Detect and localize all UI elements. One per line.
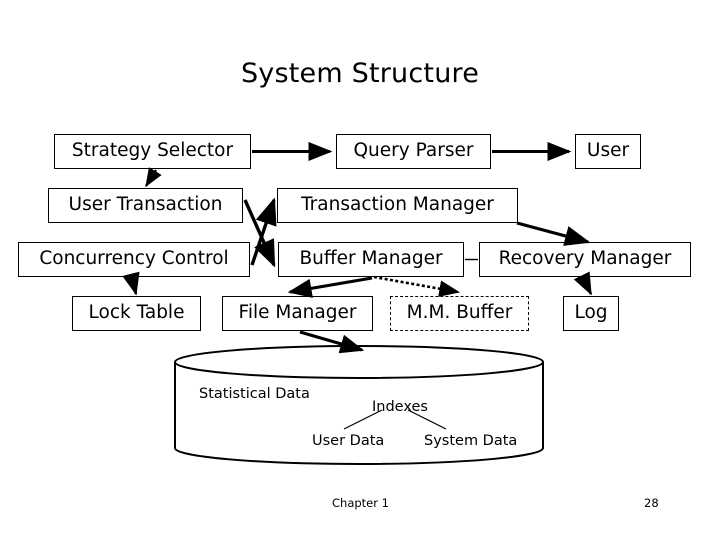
store-label-text: System Data [424,433,518,449]
footer-chapter: Chapter 1 [332,496,389,510]
store-label-user-data: User Data [312,434,384,449]
node-strategy-selector[interactable]: Strategy Selector [54,134,251,169]
edge-txn-mgr-to-recovery [516,221,591,246]
store-label-indexes: Indexes [372,400,428,415]
store-label-text: Statistical Data [199,386,310,402]
node-label: User Transaction [68,194,223,216]
node-label: Concurrency Control [39,248,229,270]
edge-strategy-to-user-txn [145,167,162,188]
node-label: Log [574,302,608,324]
store-label-statistical-data: Statistical Data [199,387,310,402]
node-file-manager[interactable]: File Manager [222,296,373,331]
node-mm-buffer[interactable]: M.M. Buffer [390,296,529,331]
node-concurrency-control[interactable]: Concurrency Control [18,242,250,277]
edge-buffer-to-file-mgr [287,276,373,298]
node-label: File Manager [238,302,357,324]
cylinder-top [174,345,544,379]
node-label: Recovery Manager [498,248,672,270]
edge-concurrency-to-txn-mgr [250,197,277,266]
node-lock-table[interactable]: Lock Table [72,296,201,331]
node-label: Strategy Selector [71,140,234,162]
node-transaction-manager[interactable]: Transaction Manager [277,188,518,223]
node-label: Buffer Manager [299,248,443,270]
edge-concurrency-to-lock [122,271,140,296]
edge-recovery-to-log [573,271,593,296]
node-label: Query Parser [353,140,474,162]
store-label-text: User Data [312,433,385,449]
node-recovery-manager[interactable]: Recovery Manager [479,242,691,277]
page-title: System Structure [240,58,480,89]
node-label: User [586,140,630,162]
node-label: M.M. Buffer [406,302,513,324]
store-label-text: Indexes [372,399,428,415]
node-user[interactable]: User [575,134,641,169]
node-buffer-manager[interactable]: Buffer Manager [278,242,464,277]
edge-file-mgr-to-datastore [299,330,365,354]
node-label: Lock Table [88,302,185,324]
edge-buffer-to-mm-buffer [373,275,461,297]
store-label-system-data: System Data [424,434,517,449]
node-query-parser[interactable]: Query Parser [336,134,491,169]
footer-page-number: 28 [644,496,659,510]
node-log[interactable]: Log [563,296,619,331]
node-label: Transaction Manager [301,194,494,216]
node-user-transaction[interactable]: User Transaction [48,188,243,223]
